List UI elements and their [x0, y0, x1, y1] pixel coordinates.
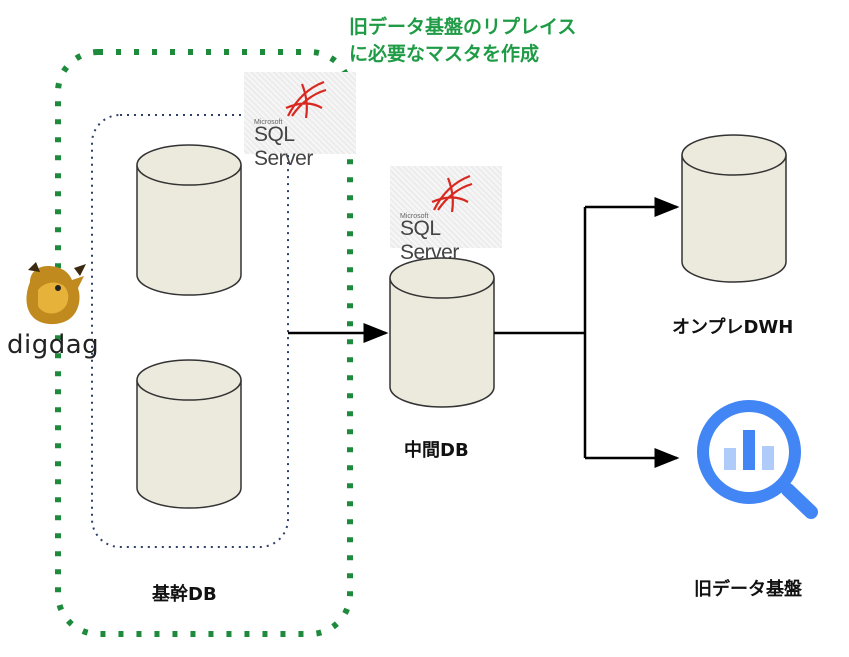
sql-server-swirl-icon — [431, 174, 473, 213]
sql-server-microsoft-label: Microsoft — [400, 213, 429, 220]
digdag-wordmark: digdag — [7, 330, 100, 360]
bigquery-icon — [697, 400, 818, 519]
sql-server-logo-intermediate: Microsoft SQL Server — [390, 166, 502, 264]
master-scope-green-dotted-group — [55, 49, 353, 637]
annotation-line-2: に必要なマスタを作成 — [349, 43, 540, 65]
intermediate-db-label: 中間DB — [404, 440, 469, 461]
onprem-dwh-label: オンプレDWH — [672, 317, 794, 338]
sql-server-label: SQL Server — [400, 217, 459, 264]
onprem-dwh-cylinder — [681, 134, 787, 283]
core-db-cylinder-2 — [136, 359, 242, 509]
core-db-cylinder-1 — [136, 144, 242, 296]
sql-server-logo-core: Microsoft SQL Server — [244, 72, 356, 170]
sql-server-swirl-icon — [285, 80, 327, 119]
sql-server-label: SQL Server — [254, 123, 313, 170]
core-db-navy-dotted-group — [91, 114, 289, 548]
sql-server-microsoft-label: Microsoft — [254, 119, 283, 126]
digdag-logo-icon — [26, 262, 86, 325]
core-db-label: 基幹DB — [152, 584, 217, 605]
old-platform-label: 旧データ基盤 — [694, 579, 802, 600]
annotation-line-1: 旧データ基盤のリプレイス — [349, 16, 577, 38]
replacement-annotation: 旧データ基盤のリプレイス に必要なマスタを作成 — [349, 14, 576, 68]
intermediate-db-cylinder — [389, 257, 495, 408]
